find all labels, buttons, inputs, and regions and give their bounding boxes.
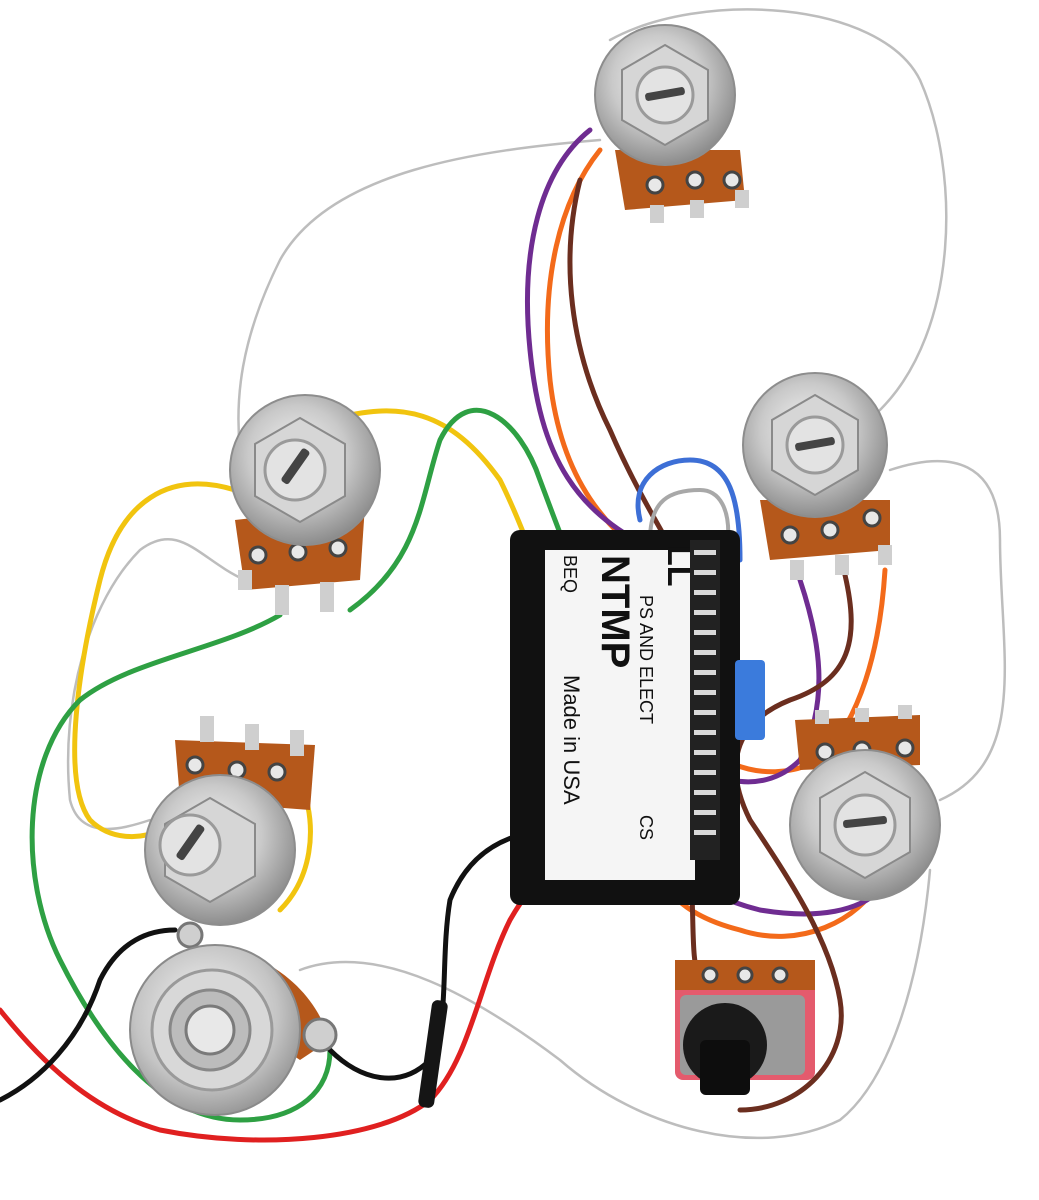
switch-lever bbox=[700, 1040, 750, 1095]
toggle-switch bbox=[675, 960, 815, 1095]
jack-lug bbox=[176, 921, 204, 949]
module-eq-label: BEQ bbox=[560, 555, 580, 593]
module-label-sticker bbox=[545, 550, 695, 880]
module-pin-header bbox=[690, 540, 720, 860]
output-jack bbox=[129, 921, 338, 1116]
jack-socket-hole bbox=[184, 1004, 236, 1056]
potentiometer-right bbox=[742, 372, 892, 580]
module-tagline-end: CS bbox=[636, 815, 656, 840]
potentiometer-top bbox=[594, 24, 749, 223]
jack-lug bbox=[302, 1017, 338, 1053]
gray-wire bbox=[648, 488, 731, 542]
blue-wire bbox=[635, 457, 743, 563]
purple-wire-1 bbox=[525, 127, 683, 563]
brown-wire-2 bbox=[733, 572, 854, 1113]
preamp-module: LL PS AND ELECT CS NTMP BEQ Made in USA bbox=[510, 530, 765, 905]
black-wire-right bbox=[327, 827, 563, 1081]
module-made-in: Made in USA bbox=[559, 675, 584, 805]
black-wire-left bbox=[0, 927, 178, 1103]
silver-wire-left-arc bbox=[237, 138, 602, 452]
heat-shrink-tube bbox=[418, 1000, 448, 1108]
silver-wire-top bbox=[608, 8, 948, 412]
yellow-wire-left bbox=[72, 481, 238, 840]
module-tagline: PS AND ELECT bbox=[636, 595, 656, 724]
potentiometer-lower-right bbox=[789, 705, 941, 901]
silver-wires bbox=[66, 8, 1007, 1140]
blue-trimmer bbox=[735, 660, 765, 740]
potentiometer-lower-left bbox=[144, 716, 315, 926]
green-wire-left bbox=[29, 612, 333, 1123]
silver-wire-bottom bbox=[298, 868, 932, 1140]
silver-wire-right bbox=[888, 459, 1007, 802]
module-model: NTMP bbox=[593, 555, 637, 668]
potentiometer-middle-left bbox=[229, 394, 381, 615]
orange-wire-1 bbox=[544, 147, 693, 583]
